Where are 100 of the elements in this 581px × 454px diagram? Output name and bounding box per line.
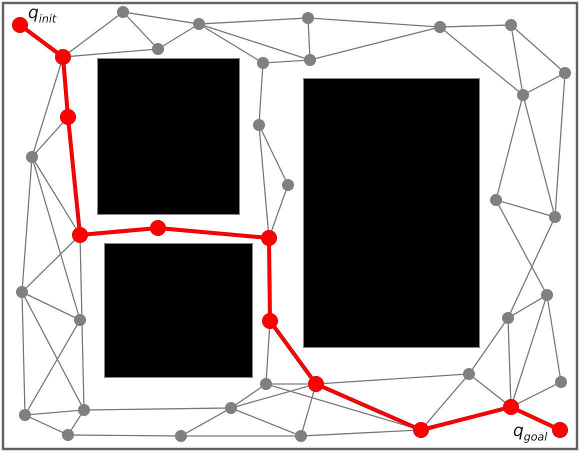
path-segment (164, 226, 264, 240)
path-node (552, 422, 568, 438)
roadmap-edge (186, 410, 226, 434)
roadmap-edge (30, 410, 79, 416)
roadmap-node (502, 312, 514, 324)
roadmap-edge (271, 190, 287, 232)
path-segment (24, 28, 59, 54)
roadmap-edge (126, 16, 155, 46)
roadmap-node (490, 194, 502, 206)
path-node (12, 17, 28, 33)
roadmap-edge (30, 416, 64, 434)
roadmap-edge (518, 384, 556, 404)
roadmap-edge (496, 100, 522, 195)
roadmap-edge (426, 378, 466, 425)
path-segment (321, 385, 416, 429)
roadmap-node (117, 6, 129, 18)
roadmap-node (16, 286, 28, 298)
path-node (60, 109, 76, 125)
roadmap-edge (547, 300, 561, 377)
obstacle (97, 58, 240, 215)
roadmap-edge (473, 377, 506, 403)
path-segment (267, 244, 272, 315)
roadmap-node (559, 67, 571, 79)
roadmap-node (62, 429, 74, 441)
roadmap-node (555, 376, 567, 388)
roadmap-edge (512, 300, 546, 400)
obstacle (303, 78, 480, 348)
roadmap-node (175, 430, 187, 442)
roadmap-edge (498, 204, 545, 290)
path-segment (86, 226, 152, 236)
roadmap-edge (268, 60, 305, 64)
roadmap-node (517, 89, 529, 101)
roadmap-edge (26, 240, 75, 288)
roadmap-edge (444, 30, 519, 92)
roadmap-edge (501, 201, 550, 216)
roadmap-edge (26, 294, 76, 318)
roadmap-edge (68, 14, 119, 53)
roadmap-edge (236, 410, 296, 434)
roadmap-edge (445, 24, 506, 28)
roadmap-edge (73, 434, 176, 437)
roadmap-edge (510, 222, 554, 314)
roadmap-edge (308, 23, 310, 55)
roadmap-node (257, 57, 269, 69)
roadmap-node (193, 18, 205, 30)
roadmap-edge (35, 122, 64, 154)
roadmap-edge (34, 161, 76, 229)
roadmap-edge (315, 28, 435, 60)
roadmap-edge (258, 68, 264, 120)
roadmap-edge (22, 162, 32, 287)
roadmap-edge (203, 26, 259, 61)
roadmap-edge (22, 297, 26, 410)
roadmap-edge (33, 64, 62, 152)
roadmap-edge (24, 296, 82, 406)
roadmap-edge (528, 75, 560, 93)
roadmap-edge (70, 48, 153, 57)
roadmap-node (302, 12, 314, 24)
roadmap-edge (236, 386, 309, 408)
path-segment (426, 406, 506, 430)
roadmap-edge (70, 414, 82, 431)
roadmap-edge (512, 297, 542, 316)
path-segment (272, 325, 314, 380)
path-node (262, 313, 278, 329)
path-node (55, 49, 71, 65)
roadmap-edge (271, 383, 309, 385)
roadmap-edge (204, 25, 305, 59)
roadmap-edge (89, 407, 226, 411)
roadmap-node (541, 289, 553, 301)
roadmap-edge (260, 130, 286, 180)
path-node (150, 220, 166, 236)
roadmap-edge (524, 100, 554, 212)
roadmap-edge (266, 328, 270, 379)
roadmap-edge (33, 162, 79, 315)
roadmap-edge (323, 374, 464, 384)
roadmap-node (282, 179, 294, 191)
roadmap-node (253, 119, 265, 131)
roadmap-node (505, 19, 517, 31)
roadmap-node (260, 378, 272, 390)
obstacle (104, 243, 253, 378)
roadmap-edge (235, 386, 262, 406)
node-label: q$_{goal}$ (513, 423, 548, 442)
roadmap-edge (186, 435, 296, 437)
roadmap-edge (128, 12, 194, 24)
roadmap-edge (514, 28, 562, 70)
roadmap-edge (258, 130, 269, 231)
path-segment (66, 122, 82, 230)
roadmap-node (152, 43, 164, 55)
roadmap-node (78, 404, 90, 416)
roadmap-edge (27, 324, 78, 410)
roadmap-node (549, 211, 561, 223)
node-label: q$_{init}$ (28, 5, 56, 24)
roadmap-node (19, 409, 31, 421)
roadmap-edge (302, 391, 314, 431)
roadmap-node (26, 151, 38, 163)
roadmap-edge (508, 323, 512, 400)
path-node (72, 227, 88, 243)
roadmap-node (304, 54, 316, 66)
roadmap-node (295, 430, 307, 442)
roadmap-edge (554, 78, 566, 212)
roadmap-edge (306, 430, 414, 436)
roadmap-edge (162, 26, 195, 47)
